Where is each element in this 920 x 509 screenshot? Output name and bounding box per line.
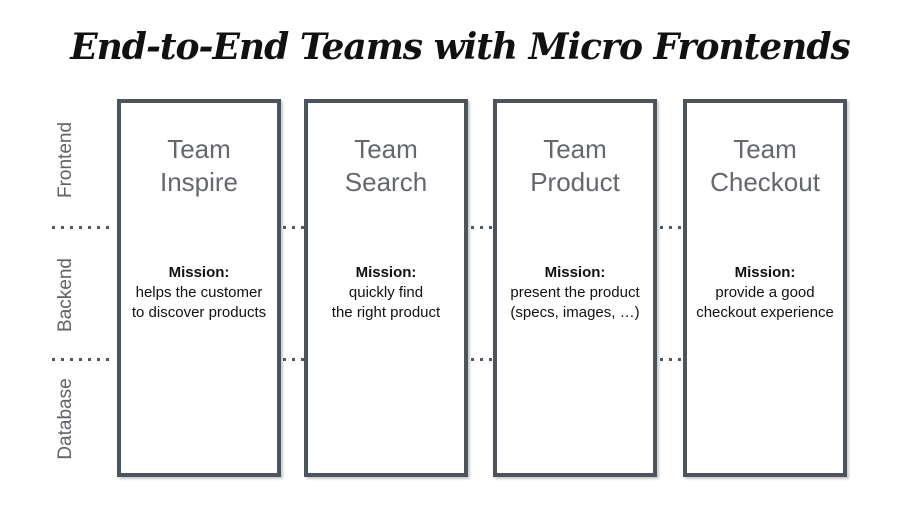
team-name: Team Search <box>308 133 464 199</box>
layer-label-database: Database <box>55 378 76 460</box>
layer-separator-backend-database-left <box>52 358 114 361</box>
team-name-line2: Product <box>530 167 620 197</box>
mission-line: provide a good <box>715 284 815 301</box>
team-name-line2: Search <box>344 167 428 197</box>
layer-separator-frontend-backend-gap1 <box>283 226 304 229</box>
team-name: Team Checkout <box>687 133 843 199</box>
mission-label: Mission: <box>355 264 417 281</box>
layer-label-backend: Backend <box>55 258 76 332</box>
team-box-checkout: Team Checkout Mission: provide a good ch… <box>683 99 847 477</box>
page-title-emphasis: Micro Frontends <box>528 26 851 68</box>
team-name: Team Product <box>497 133 653 199</box>
team-name-line2: Inspire <box>159 167 239 197</box>
mission-line: (specs, images, …) <box>510 304 640 321</box>
mission-line: checkout experience <box>696 304 834 321</box>
page-title: End-to-End Teams with Micro Frontends <box>0 26 920 68</box>
team-mission: Mission: helps the customer to discover … <box>121 263 277 323</box>
team-mission: Mission: provide a good checkout experie… <box>687 263 843 323</box>
team-name-line1: Team <box>543 134 607 164</box>
layer-separator-backend-database-gap2 <box>471 358 492 361</box>
team-name-line1: Team <box>167 134 231 164</box>
team-box-inspire: Team Inspire Mission: helps the customer… <box>117 99 281 477</box>
mission-line: quickly find <box>348 284 424 301</box>
team-name-line2: Checkout <box>710 167 820 197</box>
layer-separator-backend-database-gap1 <box>283 358 304 361</box>
layer-separator-frontend-backend-left <box>52 226 114 229</box>
mission-label: Mission: <box>734 264 796 281</box>
mission-line: to discover products <box>131 304 267 321</box>
layer-label-frontend: Frontend <box>55 121 76 199</box>
team-box-product: Team Product Mission: present the produc… <box>493 99 657 477</box>
mission-label: Mission: <box>544 264 606 281</box>
layer-separator-frontend-backend-gap3 <box>660 226 681 229</box>
team-mission: Mission: quickly find the right product <box>308 263 464 323</box>
mission-line: helps the customer <box>135 284 263 301</box>
team-name-line1: Team <box>354 134 418 164</box>
team-mission: Mission: present the product (specs, ima… <box>497 263 653 323</box>
layer-separator-frontend-backend-gap2 <box>471 226 492 229</box>
team-name-line1: Team <box>733 134 797 164</box>
team-name: Team Inspire <box>121 133 277 199</box>
team-box-search: Team Search Mission: quickly find the ri… <box>304 99 468 477</box>
mission-label: Mission: <box>168 264 230 281</box>
mission-line: the right product <box>331 304 441 321</box>
mission-line: present the product <box>510 284 640 301</box>
page-title-prefix: End-to-End Teams with <box>70 26 529 68</box>
layer-separator-backend-database-gap3 <box>660 358 681 361</box>
